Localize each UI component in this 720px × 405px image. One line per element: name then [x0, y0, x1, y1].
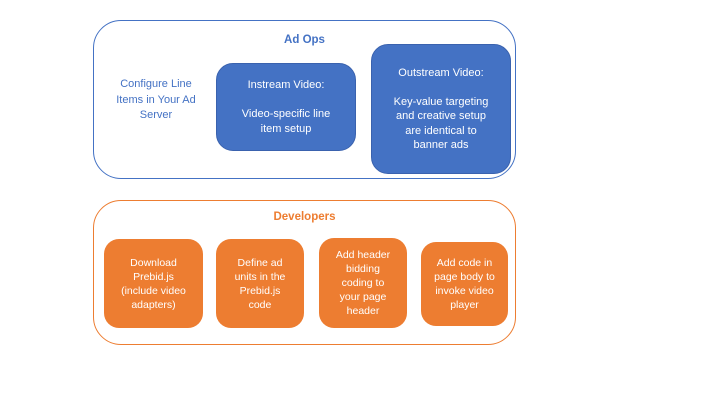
outstream-video-body: Key-value targeting and creative setup a… [393, 95, 489, 152]
developer-step-text: Add header bidding coding to your page h… [335, 249, 391, 317]
instream-video-title: Instream Video: [247, 79, 325, 91]
instream-video-box: Instream Video: Video-specific line item… [216, 63, 356, 151]
developer-step-text: Download Prebid.js (include video adapte… [121, 256, 186, 311]
developer-step-text: Add code in page body to invoke video pl… [434, 257, 495, 311]
outstream-video-box: Outstream Video: Key-value targeting and… [371, 44, 511, 174]
developer-step-box-define-ad-units: Define ad units in the Prebid.js code [216, 239, 304, 328]
developer-step-box-download-prebid: Download Prebid.js (include video adapte… [104, 239, 203, 328]
developer-step-box-invoke-video-player: Add code in page body to invoke video pl… [421, 242, 508, 326]
configure-line-items-note: Configure Line Items in Your Ad Server [116, 78, 196, 121]
developer-step-box-header-bidding-code: Add header bidding coding to your page h… [319, 238, 407, 328]
outstream-video-title: Outstream Video: [398, 66, 484, 79]
developers-group: Developers Download Prebid.js (include v… [93, 200, 516, 345]
developer-step-text: Define ad units in the Prebid.js code [234, 256, 286, 311]
ad-ops-group: Ad Ops Configure Line Items in Your Ad S… [93, 20, 516, 179]
developers-group-title: Developers [273, 211, 336, 223]
instream-video-body: Video-specific line item setup [241, 108, 331, 135]
ad-ops-group-title: Ad Ops [284, 34, 325, 46]
